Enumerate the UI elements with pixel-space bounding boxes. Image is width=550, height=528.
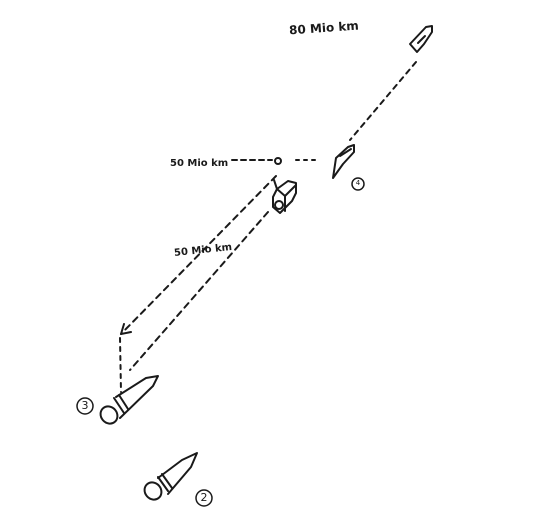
diagonal-dash-line-inner [129, 211, 269, 371]
projectile-3-icon [99, 375, 159, 425]
marker-3-ring [76, 397, 94, 415]
arrow-head [120, 323, 132, 335]
distance-label-mid: 50 Mio km [170, 158, 229, 169]
projectile-2-icon [143, 452, 198, 501]
box-object-icon [272, 179, 297, 214]
diagonal-dash-line-outer [120, 175, 277, 335]
projectile-1-icon [332, 144, 355, 179]
marker-2-ring [195, 489, 213, 507]
vertical-dash-line [119, 337, 122, 393]
far-projectile-icon [409, 25, 433, 53]
marker-1-ring [351, 177, 365, 191]
marker-3-label: 3 [81, 399, 89, 412]
trajectory-far-line [349, 61, 417, 141]
marker-1-label: 4 [355, 179, 361, 187]
marker-2-label: 2 [200, 491, 208, 504]
point-marker [274, 157, 282, 165]
